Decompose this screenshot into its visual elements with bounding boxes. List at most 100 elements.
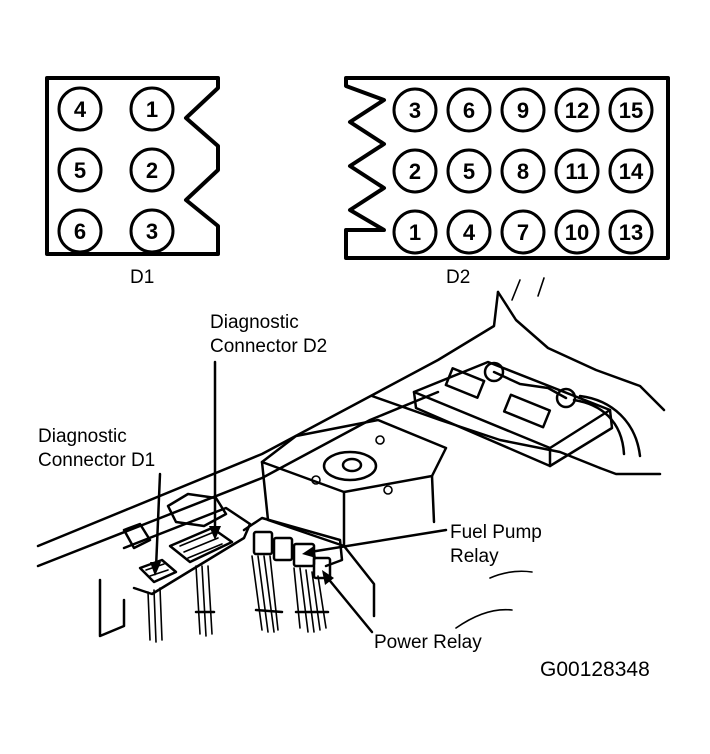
connector-d2-pin-label: 7: [517, 220, 529, 245]
connector-d1-pin-label: 6: [74, 219, 86, 244]
shock-tower-top: [260, 418, 448, 494]
connector-d2-pin-label: 6: [463, 98, 475, 123]
callout-diag-d1-line2: Connector D1: [38, 450, 155, 471]
connector-d2-pin-circle: [608, 87, 654, 133]
callout-leaders: [150, 360, 448, 634]
connector-d1-pin-label: 4: [74, 97, 87, 122]
connector-d2-pin-label: 4: [463, 220, 476, 245]
shock-tower-side: [342, 544, 376, 618]
battery-front: [412, 390, 552, 468]
diagnostic-harness: [98, 492, 252, 643]
arrowhead-diag-d2: [209, 526, 221, 540]
battery-top: [412, 360, 612, 450]
diagnostic-harness-wires-a: [147, 587, 163, 643]
connector-d2-pin-circle: [500, 87, 546, 133]
strut-mount: [322, 450, 378, 482]
connector-d1-pin-circle: [57, 208, 103, 254]
connector-d2-pin-label: 2: [409, 159, 421, 184]
connector-d2-outline: [344, 76, 670, 260]
figure-code: G00128348: [540, 658, 650, 681]
connector-d2-pin-circle: [446, 209, 492, 255]
diagnostic-cap: [166, 492, 228, 528]
connector-d2-housing: [168, 526, 234, 564]
connector-d2-pin-label: 10: [565, 220, 589, 245]
callout-power-relay: Power Relay: [374, 632, 482, 653]
connector-d2-pin-circle: [392, 87, 438, 133]
shock-tower-right: [430, 474, 436, 524]
connector-d2-pin-label: 8: [517, 159, 529, 184]
relay-harness-wires-a: [251, 555, 279, 633]
connector-d1-caption: D1: [130, 267, 154, 288]
hood-line-a: [511, 279, 521, 301]
connector-d2-pin-circle: [500, 148, 546, 194]
battery-cable-c: [578, 394, 642, 458]
connector-d1-pin-circle: [57, 147, 103, 193]
contour-line-a: [489, 570, 533, 579]
relay-block-b: [272, 536, 294, 562]
connector-d2-pin-circle: [392, 209, 438, 255]
connector-d2-pin-label: 11: [565, 159, 588, 184]
engine-bay-illustration: [36, 277, 666, 643]
callout-fuel-pump-relay-line1: Fuel Pump: [450, 522, 542, 543]
battery: [412, 360, 642, 468]
connector-d2-pin-label: 12: [565, 98, 589, 123]
arrowhead-fuel-pump-relay: [302, 546, 316, 558]
connector-d2-pin-label: 15: [619, 98, 643, 123]
relay-harness-band-a: [254, 608, 284, 614]
connector-d2-pin-circle: [554, 87, 600, 133]
connector-d2-pin-label: 13: [619, 220, 643, 245]
shock-tower: [260, 418, 448, 618]
connector-d1-pin-label: 3: [146, 219, 158, 244]
leader-power-relay: [324, 574, 374, 634]
connector-d1-pin-circle: [129, 147, 175, 193]
connector-d1-outline: [45, 76, 220, 256]
callout-diag-d1-line1: Diagnostic: [38, 426, 127, 447]
connector-d2-pin-circle: [392, 148, 438, 194]
mount-bolt-c: [383, 485, 393, 495]
battery-terminal-negative: [555, 387, 577, 409]
fender-line-upper: [36, 290, 500, 548]
relay-bracket-plate: [242, 516, 344, 568]
connector-d2-pinrow: [179, 531, 223, 559]
battery-cable-a: [492, 370, 568, 400]
connector-d1-pin-circle: [57, 86, 103, 132]
connector-d2-pin-label: 3: [409, 98, 421, 123]
bay-edge-right: [370, 394, 602, 470]
battery-terminal-positive: [483, 361, 505, 383]
connector-d2-pin-circle: [608, 148, 654, 194]
mount-bolt-b: [311, 475, 321, 485]
bracket-grommet: [122, 522, 152, 550]
connector-d2-pin-circle: [446, 87, 492, 133]
fender-inner-panel: [98, 578, 126, 638]
relay-bracket: [242, 516, 344, 633]
connector-d1-pin-circle: [129, 208, 175, 254]
arrowhead-power-relay: [322, 570, 334, 585]
mount-bolt-a: [375, 435, 385, 445]
connector-d2-pin-circle: [500, 209, 546, 255]
battery-cable-b: [572, 398, 626, 456]
strut-tower-line: [598, 466, 662, 476]
connector-d2-pin-label: 1: [409, 220, 421, 245]
hood-line-b: [537, 277, 545, 297]
contour-line-b: [455, 608, 513, 629]
shock-tower-front: [260, 460, 346, 548]
relay-block-a: [252, 530, 274, 556]
callout-diag-d2-line1: Diagnostic: [210, 312, 299, 333]
arrowhead-diag-d1: [150, 562, 161, 576]
connector-d2-pin-label: 9: [517, 98, 529, 123]
connector-d1-pin-label: 5: [74, 158, 86, 183]
connector-d1-pin-circle: [129, 86, 175, 132]
power-relay-body: [312, 556, 332, 580]
leader-fuel-pump-relay: [308, 528, 448, 554]
leader-diag-d1: [154, 472, 162, 570]
battery-cell-cap-b: [502, 393, 552, 429]
callout-diag-d2-line2: Connector D2: [210, 336, 327, 357]
battery-cell-cap-a: [444, 367, 486, 399]
connector-d2-pin-label: 5: [463, 159, 475, 184]
